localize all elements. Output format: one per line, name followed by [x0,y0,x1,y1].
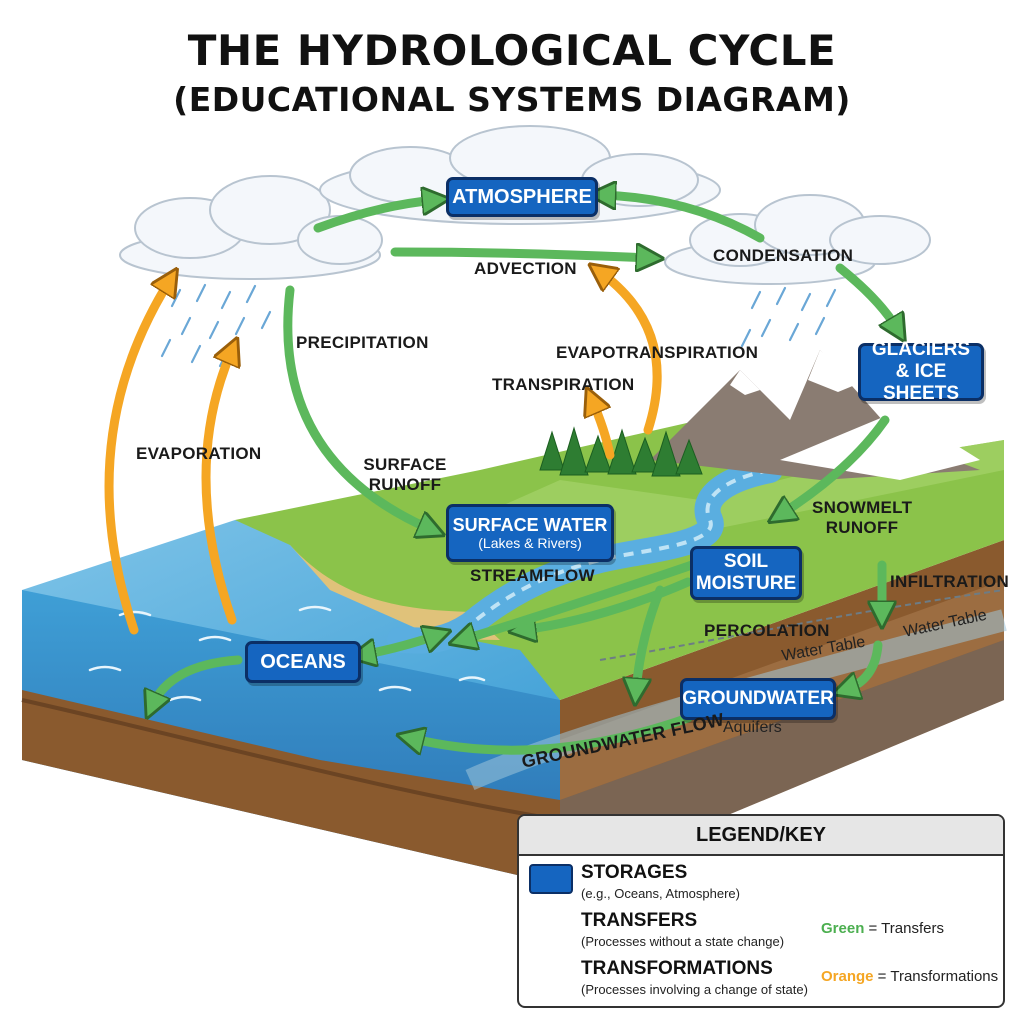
orange-arrow-icon [592,400,615,460]
label-streamflow: STREAMFLOW [470,566,595,585]
mountain-icon [650,350,980,480]
storage-groundwater: GROUNDWATER [680,678,836,720]
legend-transformations-desc: (Processes involving a change of state) [581,982,808,997]
beach [285,545,500,640]
green-arrow-icon [780,415,890,515]
green-arrow-icon [410,713,693,750]
seabed-face [22,690,560,885]
legend-panel: LEGEND/KEY STORAGES (e.g., Oceans, Atmos… [517,814,1005,1008]
storage-label: SOIL MOISTURE [695,551,797,594]
green-arrow-icon [362,635,438,655]
legend-orange-note: Orange = Transformations [821,968,998,985]
green-arrow-icon [462,560,697,640]
green-arrow-icon [845,640,883,690]
green-arrow-icon [636,585,665,692]
tree-icon [651,430,681,477]
tree-icon [559,426,589,476]
storage-surface-water: SURFACE WATER (Lakes & Rivers) [446,504,614,562]
storage-label: GLACIERS & ICE SHEETS [871,339,971,404]
tree-icon [584,434,612,473]
diagram-title: THE HYDROLOGICAL CYCLE [187,26,837,75]
orange-note-text: = Transformations [873,968,999,985]
legend-title: LEGEND/KEY [519,816,1003,856]
tree-icon [675,438,703,475]
label-evapotranspiration: EVAPOTRANSPIRATION [556,343,759,362]
tree-icon [539,430,565,471]
label-surface-runoff: SURFACE RUNOFF [363,455,447,495]
green-arrow-icon [602,195,765,243]
glacier-snow [780,410,980,480]
label-condensation: CONDENSATION [713,246,854,265]
legend-transfers-label: TRANSFERS [581,910,698,931]
orange-arrow-icon [600,272,662,435]
label-evaporation: EVAPORATION [136,444,262,463]
label-transpiration: TRANSPIRATION [492,375,635,394]
diagram-subtitle: (EDUCATIONAL SYSTEMS DIAGRAM) [173,80,851,119]
legend-green-note: Green = Transfers [821,920,944,937]
storage-label: SURFACE WATER [452,514,608,535]
storage-sublabel: (Lakes & Rivers) [478,535,582,552]
storage-label: GROUNDWATER [682,688,834,710]
water-table-band [465,609,1007,791]
green-arrow-icon [835,263,898,330]
label-snowmelt-runoff: SNOWMELT RUNOFF [812,498,913,538]
rain-icon [160,283,837,368]
green-word: Green [821,920,865,937]
label-infiltration: INFILTRATION [890,572,1010,591]
label-aquifers: Aquifers [723,719,782,736]
tree-icon [607,428,637,475]
green-arrow-icon [283,285,432,530]
transfer-arrows [152,195,898,750]
storage-label: OCEANS [260,650,346,673]
green-arrow-icon [522,577,693,630]
legend-storages-label: STORAGES [581,862,688,883]
ocean-waves [88,605,486,702]
legend-storages-desc: (e.g., Oceans, Atmosphere) [581,886,740,901]
legend-transfers-desc: (Processes without a state change) [581,934,785,949]
tree-icon [631,436,659,473]
orange-arrow-icon [201,350,232,625]
legend-transformations-label: TRANSFORMATIONS [581,958,773,979]
green-arrow-icon [390,252,650,258]
storage-oceans: OCEANS [245,641,361,683]
storage-soil-moisture: SOIL MOISTURE [690,546,802,600]
label-precipitation: PRECIPITATION [296,333,429,352]
storage-swatch-icon [529,864,573,894]
orange-word: Orange [821,968,874,985]
green-arrow-icon [152,655,243,706]
forest [539,426,703,477]
storage-glaciers: GLACIERS & ICE SHEETS [858,339,984,404]
green-arrow-icon [313,200,436,233]
green-note-text: = Transfers [864,920,944,937]
label-percolation: PERCOLATION [704,621,830,640]
transformation-arrows [104,272,662,635]
label-advection: ADVECTION [474,259,577,278]
orange-arrow-icon [104,280,170,635]
storage-label: ATMOSPHERE [452,185,592,208]
storage-atmosphere: ATMOSPHERE [446,177,598,217]
